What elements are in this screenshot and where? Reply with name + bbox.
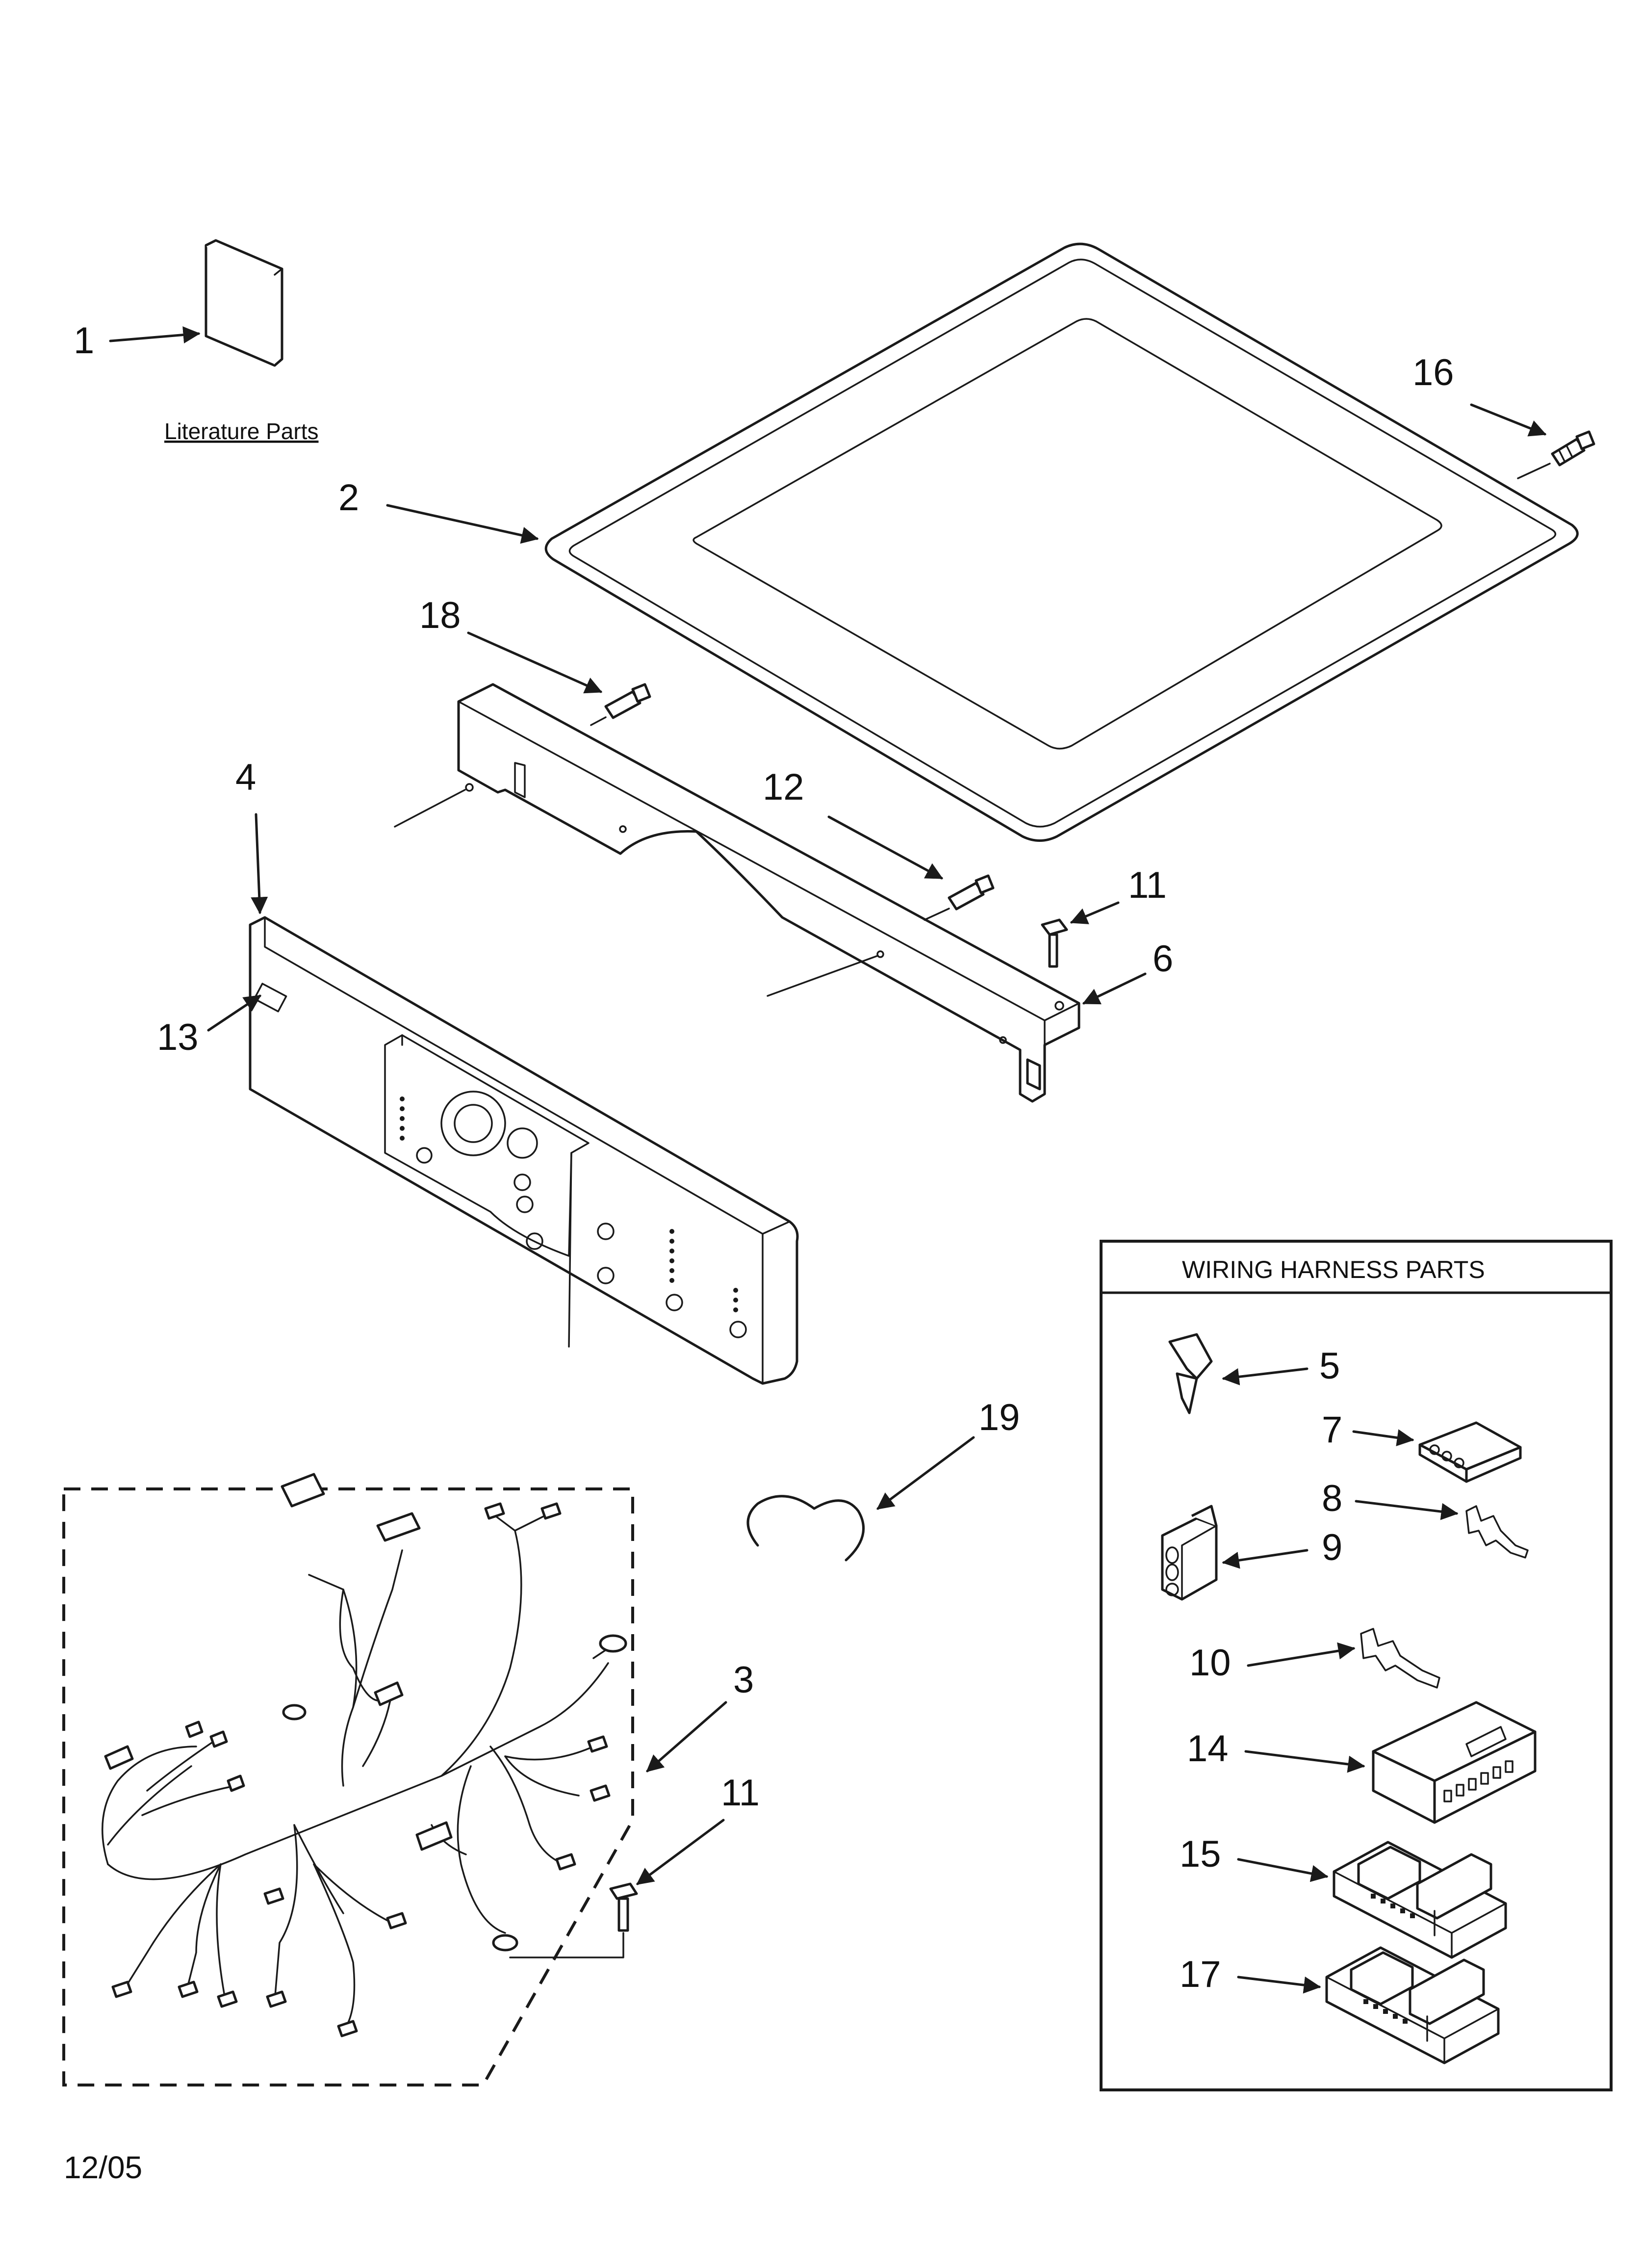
- callout-2: 2: [338, 477, 359, 519]
- connector-17: [1325, 1946, 1500, 2064]
- callout-11-lower: 11: [721, 1772, 760, 1814]
- screw-11-upper: [1041, 918, 1068, 968]
- callout-11-lower-arrow: [636, 1819, 725, 1885]
- date-code: 12/05: [64, 2150, 142, 2185]
- callout-15-arrow: [1237, 1858, 1329, 1882]
- callout-16: 16: [1412, 352, 1454, 393]
- callout-5-arrow: [1222, 1367, 1308, 1385]
- wire-clip-19: [746, 1495, 865, 1562]
- callout-4: 4: [235, 756, 256, 798]
- callout-14: 14: [1187, 1728, 1229, 1770]
- callout-17: 17: [1180, 1954, 1221, 1995]
- screw-12: [948, 874, 995, 911]
- callout-8-arrow: [1355, 1500, 1459, 1520]
- console-bracket: [457, 683, 1080, 1103]
- callout-8: 8: [1322, 1478, 1342, 1519]
- callout-7-arrow: [1352, 1429, 1414, 1446]
- console-panel: [249, 916, 799, 1385]
- connector-9: [1161, 1505, 1218, 1601]
- wiring-harness: [102, 1473, 627, 2037]
- callout-1: 1: [74, 320, 94, 362]
- callout-9-arrow: [1222, 1549, 1308, 1569]
- screw-12-axis: [924, 908, 950, 921]
- callout-11-upper: 11: [1128, 864, 1167, 906]
- callout-3-arrow: [646, 1701, 727, 1773]
- terminal-8: [1465, 1505, 1529, 1559]
- callout-15: 15: [1180, 1833, 1221, 1875]
- callout-7: 7: [1322, 1409, 1342, 1451]
- callout-14-arrow: [1244, 1750, 1365, 1773]
- callout-4-arrow: [251, 813, 268, 914]
- screw-11-lower: [509, 1882, 638, 1958]
- connector-7: [1418, 1421, 1522, 1483]
- callout-19: 19: [978, 1397, 1020, 1438]
- callout-5: 5: [1319, 1345, 1340, 1387]
- callout-2-arrow: [386, 504, 539, 544]
- callout-12-arrow: [827, 815, 944, 880]
- callout-18: 18: [419, 595, 461, 636]
- callout-13-arrow: [207, 994, 261, 1032]
- bracket-center-axis: [767, 955, 879, 997]
- bracket-left-axis: [394, 789, 466, 828]
- screw-18-axis: [590, 716, 607, 726]
- callout-6: 6: [1153, 938, 1173, 980]
- callout-6-arrow: [1082, 972, 1147, 1005]
- callout-16-arrow: [1470, 403, 1547, 437]
- harness-boundary: [62, 1487, 634, 2086]
- screw-16: [1551, 430, 1595, 467]
- connector-15: [1333, 1841, 1507, 1959]
- screw-16-axis: [1517, 463, 1551, 479]
- harness-clip-5: [1168, 1333, 1213, 1414]
- top-panel: [544, 242, 1579, 842]
- wiring-box-title: WIRING HARNESS PARTS: [1182, 1256, 1485, 1283]
- callout-13: 13: [157, 1017, 199, 1058]
- literature-booklet: [205, 239, 283, 367]
- callout-11-upper-arrow: [1070, 901, 1120, 924]
- terminal-10: [1360, 1628, 1440, 1689]
- callout-9: 9: [1322, 1527, 1342, 1568]
- callout-10: 10: [1189, 1642, 1231, 1684]
- callout-17-arrow: [1237, 1976, 1321, 1994]
- callout-19-arrow: [876, 1436, 975, 1510]
- callout-18-arrow: [467, 631, 603, 694]
- screw-18: [604, 683, 651, 719]
- callout-3: 3: [733, 1659, 754, 1701]
- callout-12: 12: [763, 766, 804, 808]
- callout-10-arrow: [1247, 1642, 1356, 1667]
- callout-1-arrow: [109, 326, 201, 344]
- connector-14: [1372, 1701, 1537, 1824]
- literature-parts-label: Literature Parts: [164, 418, 318, 444]
